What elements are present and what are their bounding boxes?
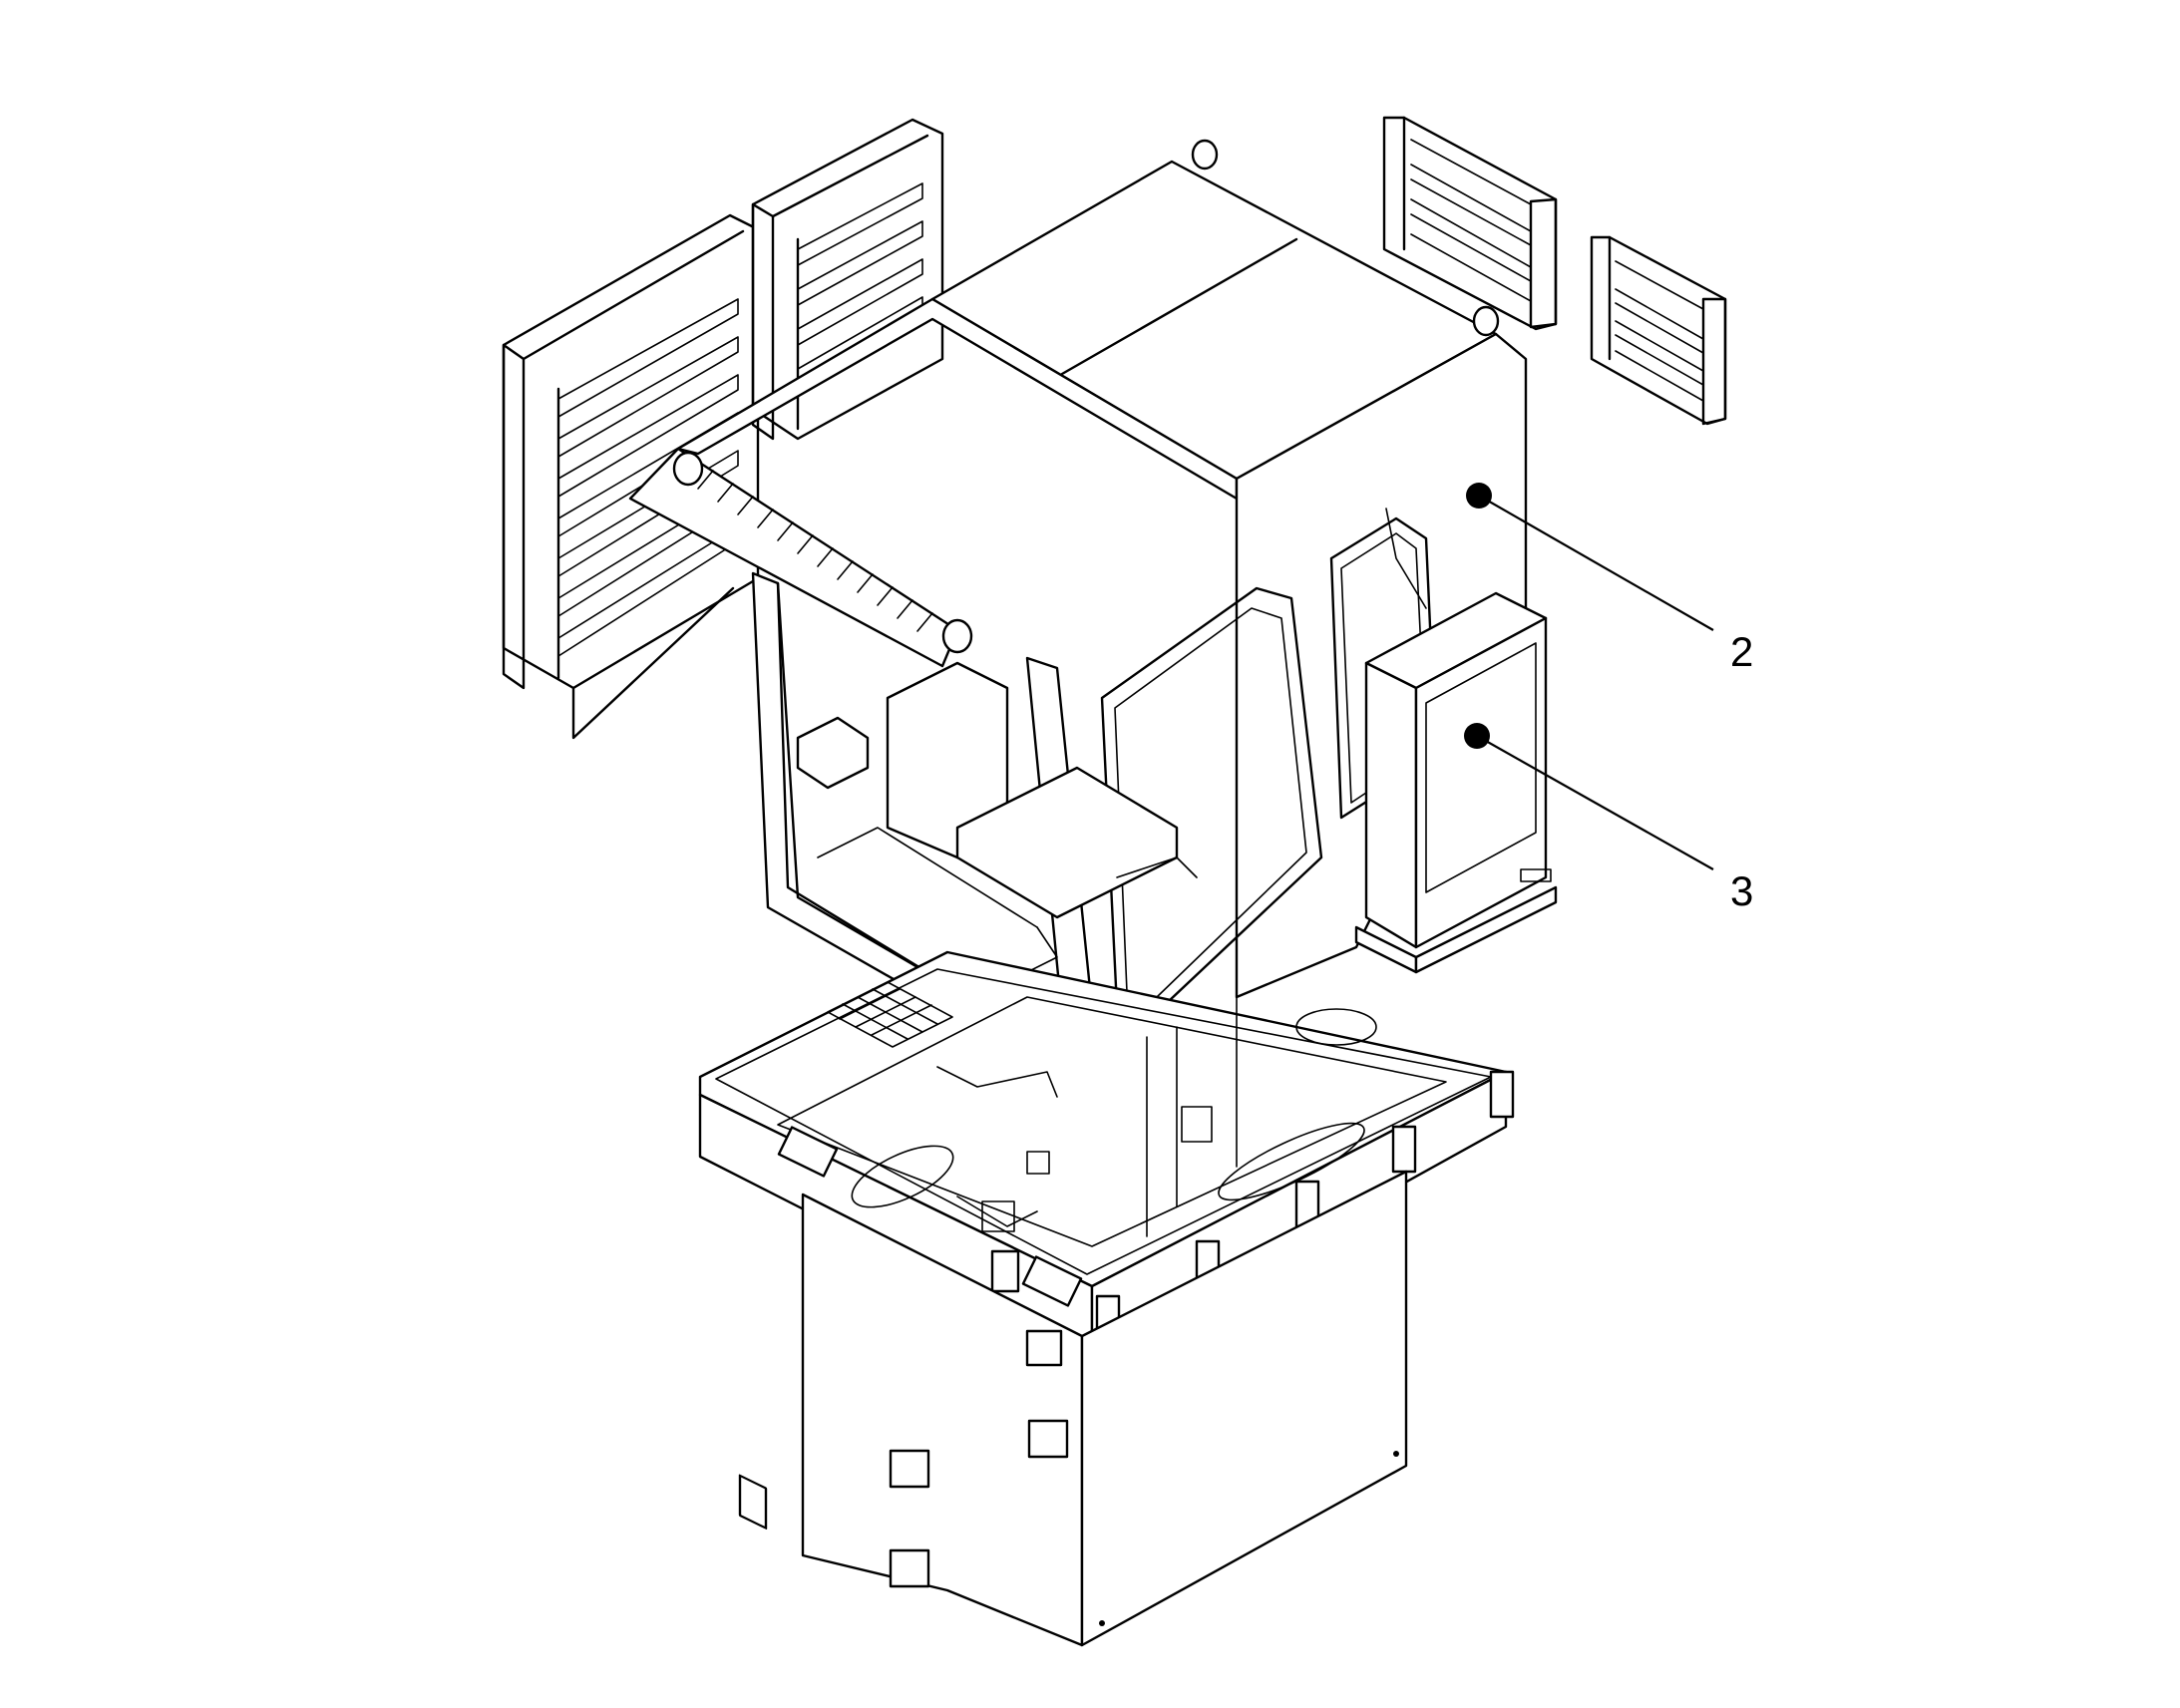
callout-2: 2: [1466, 483, 1753, 675]
callout-2-label: 2: [1730, 628, 1753, 675]
callout-3: 3: [1464, 723, 1753, 914]
louvre-panel-right-upper: [1382, 116, 1558, 331]
callout-3-label: 3: [1730, 867, 1753, 914]
side-control-box: [1354, 591, 1558, 974]
lower-pedestal: [801, 1170, 1408, 1647]
louvre-panel-right-small: [1590, 235, 1727, 426]
